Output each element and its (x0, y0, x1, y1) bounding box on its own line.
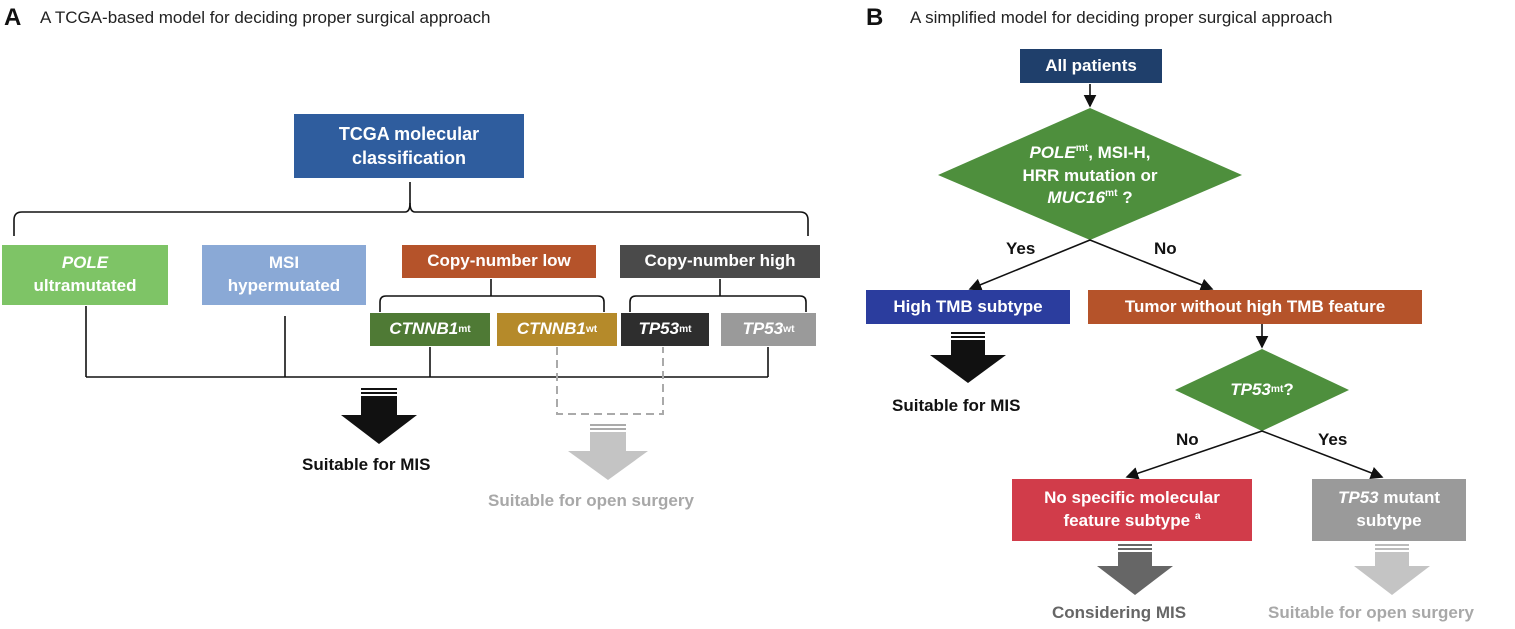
nsmf-line2-text: feature subtype (1063, 511, 1191, 530)
pole-text: ultramutated (33, 276, 137, 295)
ctnnb1-wt-gene: CTNNB1 (516, 319, 586, 339)
diamond-1-line1: POLEmt, MSI-H, (1029, 142, 1150, 165)
suitable-open-label-a: Suitable for open surgery (488, 491, 694, 510)
diamond-1-pole: POLE (1029, 142, 1076, 162)
diamond-1-msi: , MSI-H, (1088, 142, 1151, 162)
copy-number-high-box: Copy-number high (620, 245, 820, 278)
panel-a-letter: A (4, 4, 22, 31)
tp53-subtype-mutant: mutant (1378, 488, 1441, 508)
yes-label-2: Yes (1318, 430, 1348, 449)
ctnnb1-mt-gene: CTNNB1 (389, 319, 459, 339)
mis-arrow-a (341, 388, 417, 444)
diamond-1-pole-sup: mt (1075, 142, 1089, 154)
diamond-2 (1175, 349, 1349, 431)
diamond-1-muc16: MUC16 (1047, 188, 1106, 208)
diamond-2-q: ? (1283, 379, 1294, 399)
nsmf-note: a (1194, 510, 1201, 522)
tcga-line1: TCGA molecular (338, 123, 480, 144)
tp53-wt-gene: TP53 (742, 319, 784, 339)
no-label-2: No (1176, 430, 1199, 449)
high-tmb-subtype-box: High TMB subtype (866, 290, 1070, 324)
diamond-1-line3: MUC16mt ? (1047, 187, 1132, 210)
diamond-1-line2: HRR mutation or (1022, 165, 1158, 185)
suitable-mis-label-b: Suitable for MIS (892, 396, 1021, 415)
open-arrow-a (568, 424, 648, 480)
pole-gene: POLE (61, 253, 109, 273)
pole-ultramutated-box: POLE ultramutated (2, 245, 168, 305)
copy-number-low-box: Copy-number low (402, 245, 596, 278)
panel-b-letter: B (866, 4, 884, 31)
diamond-1 (938, 108, 1242, 240)
tp53-mt-gene: TP53 (638, 319, 680, 339)
tcga-line2: classification (351, 148, 467, 168)
tp53-subtype-line2: subtype (1356, 511, 1422, 530)
msi-hypermutated-box: MSI hypermutated (202, 245, 366, 305)
msi-line1: MSI (268, 253, 300, 273)
msi-line2: hypermutated (227, 276, 341, 295)
suitable-mis-label-a: Suitable for MIS (302, 455, 431, 474)
tp53-subtype-line1: TP53 mutant (1338, 487, 1440, 510)
mis-arrow-b (930, 332, 1006, 383)
diamond-1-text: POLEmt, MSI-H, HRR mutation or MUC16mt ? (990, 140, 1190, 212)
panel-a-title: A TCGA-based model for deciding proper s… (40, 8, 491, 27)
tp53-mutant-subtype-box: TP53 mutant subtype (1312, 479, 1466, 541)
no-specific-molecular-box: No specific molecular feature subtype a (1012, 479, 1252, 541)
tcga-classification-box: TCGA molecular classification (294, 114, 524, 178)
diamond-1-muc16-sup: mt (1105, 188, 1118, 200)
yes-label-1: Yes (1006, 239, 1036, 258)
diamond-1-q: ? (1117, 188, 1133, 208)
considering-mis-label: Considering MIS (1052, 603, 1187, 622)
tp53-subtype-gene: TP53 (1337, 488, 1379, 508)
open-arrow-b (1354, 544, 1430, 595)
considering-arrow-b (1097, 544, 1173, 595)
no-label-1: No (1154, 239, 1177, 258)
nsmf-line2: feature subtype a (1064, 510, 1201, 533)
nsmf-line1: No specific molecular (1044, 488, 1220, 508)
tumor-without-high-tmb-box: Tumor without high TMB feature (1088, 290, 1422, 324)
all-patients-box: All patients (1020, 49, 1162, 83)
suitable-open-label-b: Suitable for open surgery (1268, 603, 1474, 622)
diamond-2-gene: TP53 (1230, 379, 1271, 399)
panel-b-title: A simplified model for deciding proper s… (910, 8, 1333, 27)
